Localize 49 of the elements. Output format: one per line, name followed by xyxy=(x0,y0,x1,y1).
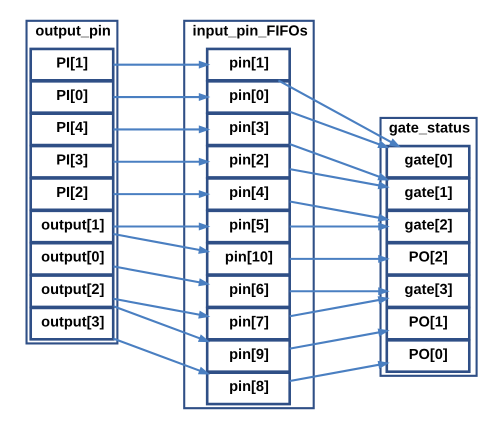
node-box: pin[4] xyxy=(206,177,291,212)
arrow xyxy=(113,158,210,166)
node-box: pin[5] xyxy=(206,210,291,244)
arrow xyxy=(289,110,390,148)
arrow xyxy=(290,222,390,231)
node-box: output[2] xyxy=(29,274,114,308)
arrow xyxy=(113,125,210,134)
node-box: PI[1] xyxy=(29,48,114,82)
node-box: pin[0] xyxy=(206,80,291,114)
arrow xyxy=(278,80,401,148)
node-box: PI[2] xyxy=(29,177,114,212)
arrow xyxy=(113,222,210,231)
arrow xyxy=(113,232,210,254)
node-box: PO[2] xyxy=(386,242,471,276)
arrow xyxy=(113,190,210,198)
arrow xyxy=(290,254,390,263)
arrow xyxy=(290,287,390,296)
arrow xyxy=(290,328,390,350)
node-box: PI[4] xyxy=(29,112,114,146)
node-box: gate[0] xyxy=(386,144,471,179)
arrow xyxy=(113,338,210,375)
node-box: pin[10] xyxy=(206,242,291,276)
arrow xyxy=(113,93,210,102)
node-box: pin[9] xyxy=(206,339,291,373)
node-box: gate[1] xyxy=(386,177,471,212)
node-box: output[3] xyxy=(29,306,114,341)
node-box: pin[6] xyxy=(206,274,291,308)
arrow xyxy=(290,296,390,318)
node-box: gate[2] xyxy=(386,210,471,244)
node-box: output[1] xyxy=(29,210,114,244)
arrow xyxy=(290,168,390,190)
node-box: PI[0] xyxy=(29,80,114,114)
arrow xyxy=(113,265,210,286)
node-box: pin[3] xyxy=(206,112,291,146)
node-box: PI[3] xyxy=(29,144,114,179)
node-box: pin[8] xyxy=(206,371,291,406)
node-box: output[0] xyxy=(29,242,114,276)
node-box: gate[3] xyxy=(386,274,471,308)
node-box: PO[0] xyxy=(386,339,471,373)
arrow xyxy=(113,298,210,319)
arrow xyxy=(113,60,210,69)
node-box: pin[7] xyxy=(206,306,291,341)
node-box: PO[1] xyxy=(386,306,471,341)
arrow xyxy=(289,143,390,180)
arrow xyxy=(113,305,210,342)
node-box: pin[1] xyxy=(206,48,291,82)
node-box: pin[2] xyxy=(206,144,291,179)
arrow xyxy=(290,360,390,382)
arrow xyxy=(290,200,390,222)
